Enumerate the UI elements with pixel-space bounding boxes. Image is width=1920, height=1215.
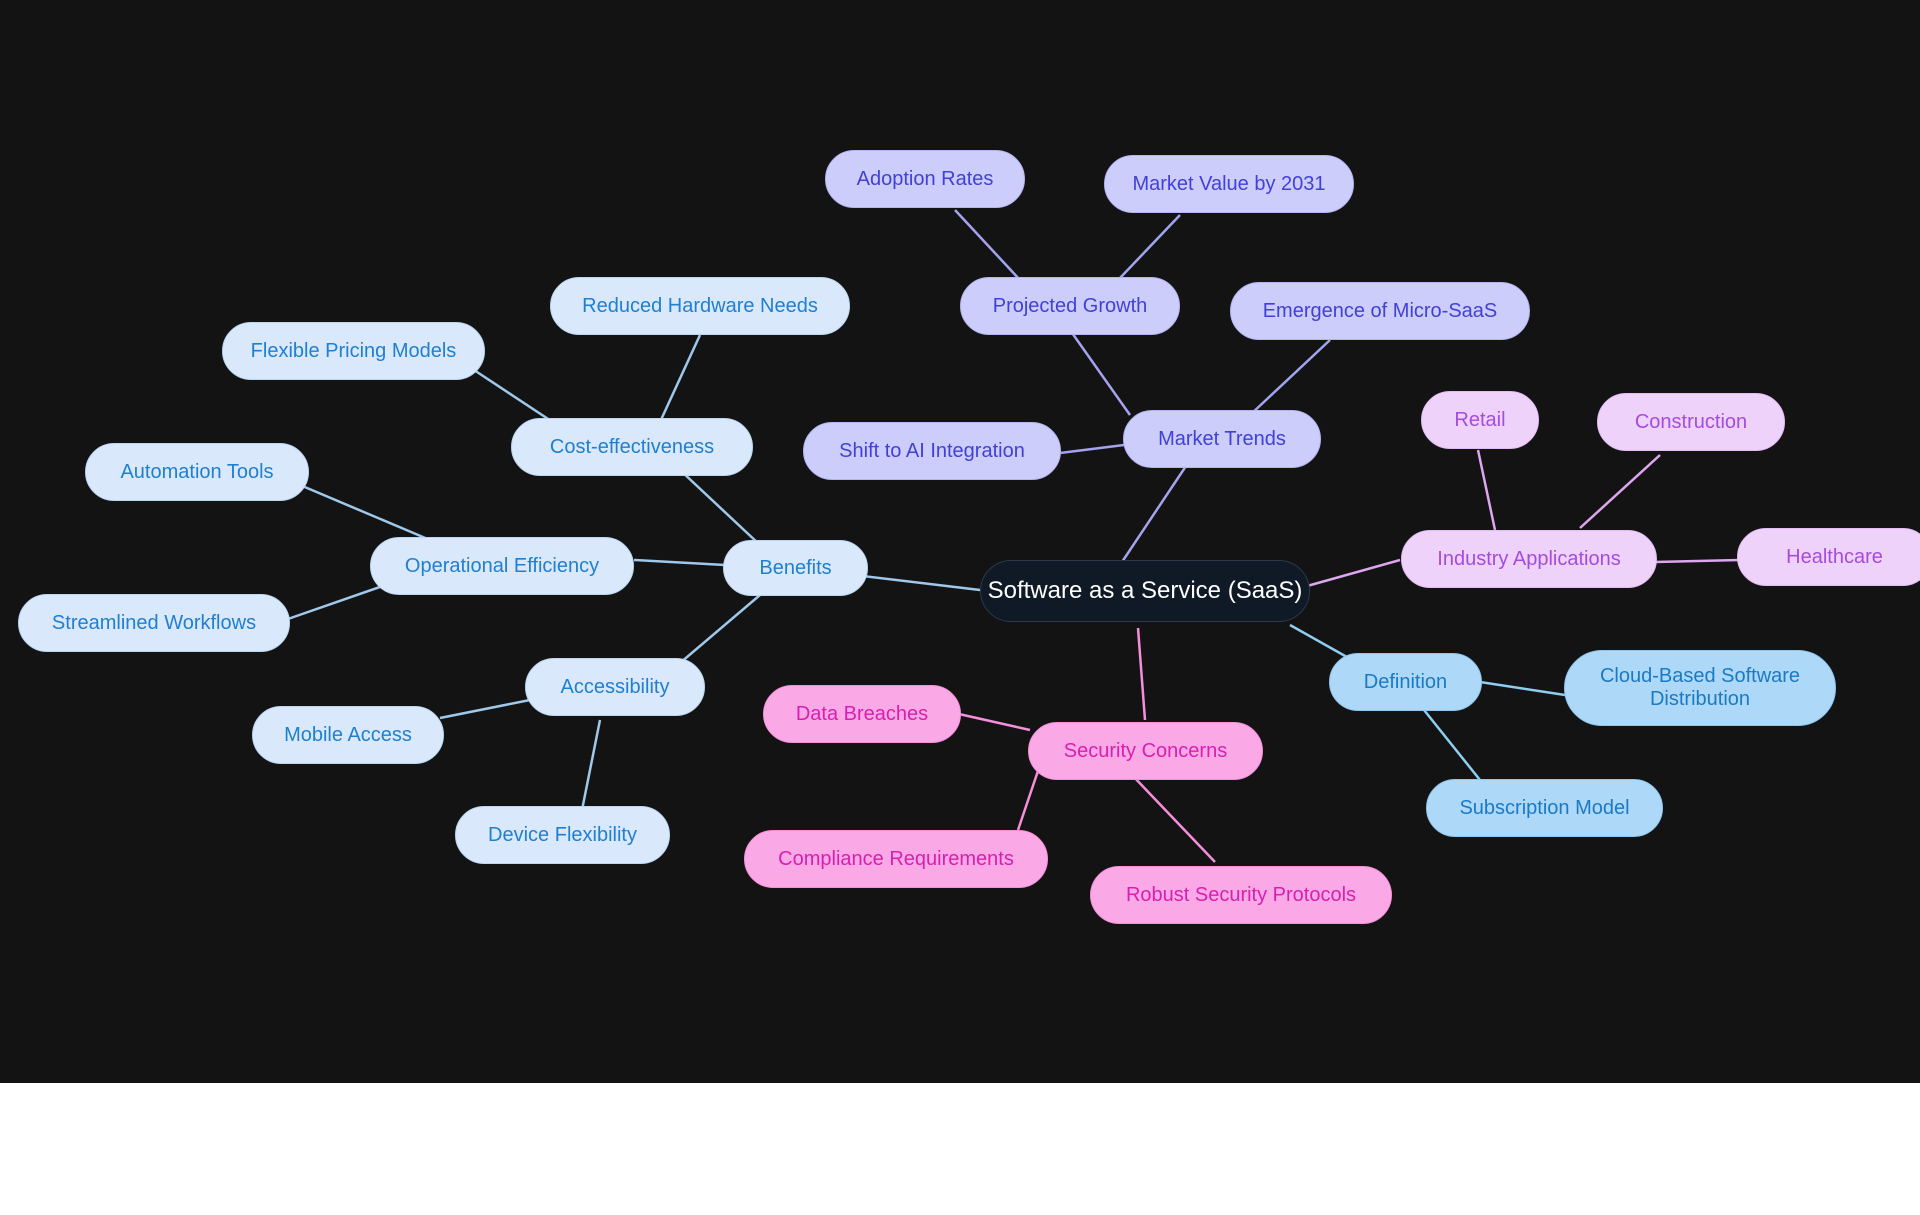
node-data-breaches[interactable]: Data Breaches [763, 685, 961, 743]
edge-sc-robust-security-protocols [1131, 774, 1216, 863]
node-benefits[interactable]: Benefits [723, 540, 868, 596]
node-flexible-pricing-models[interactable]: Flexible Pricing Models [222, 322, 485, 380]
node-market-value-by-2031[interactable]: Market Value by 2031 [1104, 155, 1354, 213]
node-cloud-based-software-distribution[interactable]: Cloud-Based Software Distribution [1564, 650, 1836, 726]
edge-accessibility-device-flexibility [580, 719, 602, 811]
node-accessibility[interactable]: Accessibility [525, 658, 705, 716]
node-projected-growth[interactable]: Projected Growth [960, 277, 1180, 335]
edge-def-cloud-based [1479, 680, 1566, 697]
edge-pg-market-value-2031 [1119, 214, 1181, 279]
node-industry-applications[interactable]: Industry Applications [1401, 530, 1657, 588]
edge-benefits-cost-effectiveness [679, 469, 761, 546]
node-security-concerns[interactable]: Security Concerns [1028, 722, 1263, 780]
edge-def-subscription-model [1419, 704, 1489, 791]
edge-sc-compliance-requirements [1016, 764, 1042, 831]
node-adoption-rates[interactable]: Adoption Rates [825, 150, 1025, 208]
edge-ia-healthcare [1654, 558, 1741, 564]
node-operational-efficiency[interactable]: Operational Efficiency [370, 537, 634, 595]
node-compliance-requirements[interactable]: Compliance Requirements [744, 830, 1048, 888]
node-definition[interactable]: Definition [1329, 653, 1482, 711]
edge-opeff-automation-tools [299, 483, 431, 542]
node-shift-to-ai-integration[interactable]: Shift to AI Integration [803, 422, 1061, 480]
node-market-trends[interactable]: Market Trends [1123, 410, 1321, 468]
edge-sc-data-breaches [949, 710, 1031, 732]
node-streamlined-workflows[interactable]: Streamlined Workflows [18, 594, 290, 652]
edge-root-industry-applications [1299, 558, 1401, 590]
node-automation-tools[interactable]: Automation Tools [85, 443, 309, 501]
node-robust-security-protocols[interactable]: Robust Security Protocols [1090, 866, 1392, 924]
edge-mt-emergence-micro-saas [1249, 339, 1331, 416]
edge-cost-reduced-hardware [658, 334, 702, 423]
node-cost-effectiveness[interactable]: Cost-effectiveness [511, 418, 753, 476]
footer-bar [0, 1083, 1920, 1215]
node-retail[interactable]: Retail [1421, 391, 1539, 449]
node-healthcare[interactable]: Healthcare [1737, 528, 1920, 586]
node-construction[interactable]: Construction [1597, 393, 1785, 451]
edge-accessibility-mobile-access [439, 698, 531, 720]
edge-mt-projected-growth [1068, 329, 1132, 416]
node-root[interactable]: Software as a Service (SaaS) [980, 560, 1310, 622]
node-mobile-access[interactable]: Mobile Access [252, 706, 444, 764]
node-reduced-hardware-needs[interactable]: Reduced Hardware Needs [550, 277, 850, 335]
edge-root-market-trends [1118, 459, 1192, 566]
edge-ia-construction [1579, 454, 1661, 529]
edge-benefits-operational-efficiency [633, 558, 726, 567]
edge-root-security-concerns [1136, 627, 1147, 721]
node-emergence-of-micro-saas[interactable]: Emergence of Micro-SaaS [1230, 282, 1530, 340]
mindmap-canvas[interactable]: Software as a Service (SaaS) Benefits Co… [0, 0, 1920, 1083]
node-device-flexibility[interactable]: Device Flexibility [455, 806, 670, 864]
edge-ia-retail [1476, 449, 1497, 531]
node-subscription-model[interactable]: Subscription Model [1426, 779, 1663, 837]
edge-pg-adoption-rates [954, 209, 1021, 281]
